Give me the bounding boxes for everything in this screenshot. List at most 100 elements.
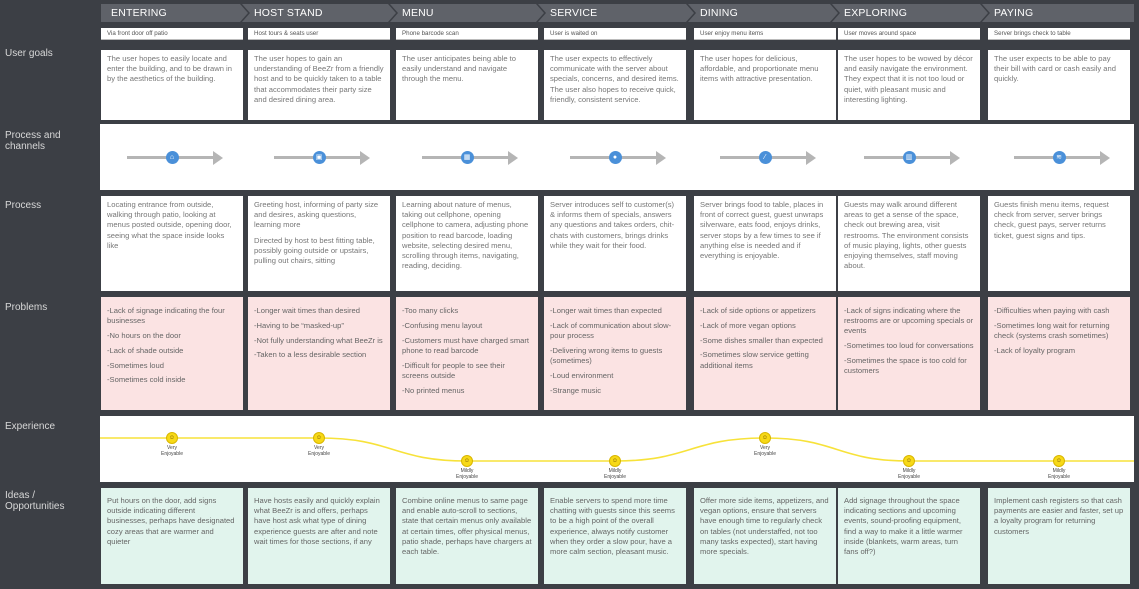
row-label-problems: Problems <box>5 302 48 313</box>
process-text: Directed by host to best fitting table, … <box>254 235 375 266</box>
problem-item: -Sometimes cold inside <box>107 375 186 385</box>
user-goal-card: The user hopes to gain an understanding … <box>248 50 390 120</box>
user-goal-card: The user expects to effectively communic… <box>544 50 686 120</box>
problem-item: -No printed menus <box>402 385 465 395</box>
smiley-face-icon: ☺ <box>461 455 473 467</box>
payment-icon: ≋ <box>1052 151 1066 164</box>
process-text: Guests finish menu items, request check … <box>994 200 1109 240</box>
process-text: Server brings food to table, places in f… <box>700 200 824 261</box>
channel-arrow-head <box>213 150 223 165</box>
smiley-face-icon: ☺ <box>166 432 178 444</box>
problem-item: -Lack of signs indicating where the rest… <box>844 306 974 336</box>
smiley-face-icon: ☺ <box>1053 455 1065 467</box>
process-text: Locating entrance from outside, walking … <box>107 200 232 250</box>
host-stand-icon: ▣ <box>312 151 326 164</box>
stage-subheader: User enjoy menu items <box>694 28 836 40</box>
problem-item: -Sometimes slow service getting addition… <box>700 350 809 370</box>
stage-subheader: Host tours & seats user <box>248 28 390 40</box>
idea-card: Enable servers to spend more time chatti… <box>544 488 686 584</box>
problem-item: -Sometimes the space is too cold for cus… <box>844 356 967 376</box>
stage-subheader: User is waited on <box>544 28 686 40</box>
user-goal-card: The user hopes for delicious, affordable… <box>694 50 836 120</box>
problem-item: -Not fully understanding what BeeZr is <box>254 335 383 345</box>
process-card: Locating entrance from outside, walking … <box>101 196 243 291</box>
problem-item: -Taken to a less desirable section <box>254 350 367 360</box>
problem-item: -Lack of communication about slow-pour p… <box>550 320 672 340</box>
problems-card: -Lack of signs indicating where the rest… <box>838 297 980 410</box>
idea-card: Have hosts easily and quickly explain wh… <box>248 488 390 584</box>
problems-card: -Too many clicks -Confusing menu layout -C… <box>396 297 538 410</box>
process-text: Guests may walk around different areas t… <box>844 200 969 271</box>
user-goal-card: The user hopes to be wowed by décor and … <box>838 50 980 120</box>
problem-item: -Lack of loyalty program <box>994 345 1076 355</box>
problem-item: -Sometimes too loud for conversations <box>844 341 974 351</box>
channel-arrow-head <box>508 150 518 165</box>
problem-item: -Sometimes loud <box>107 360 164 370</box>
stage-entering: ENTERING <box>101 4 248 22</box>
row-label-process-channels: Process and channels <box>5 130 61 152</box>
problem-item: -Having to be “masked-up” <box>254 320 344 330</box>
smiley-face-icon: ☺ <box>609 455 621 467</box>
process-card: Server brings food to table, places in f… <box>694 196 836 291</box>
problems-card: -Longer wait times than expected-Lack of… <box>544 297 686 410</box>
smiley-face-icon: ☺ <box>903 455 915 467</box>
row-label-ideas: Ideas / Opportunities <box>5 490 65 512</box>
problem-item: -Too many clicks <box>402 306 459 315</box>
user-goal-card: The user expects to be able to pay their… <box>988 50 1130 120</box>
idea-card: Implement cash registers so that cash pa… <box>988 488 1130 584</box>
process-card: Guests finish menu items, request check … <box>988 196 1130 291</box>
idea-card: Put hours on the door, add signs outside… <box>101 488 243 584</box>
process-card: Guests may walk around different areas t… <box>838 196 980 291</box>
stage-exploring: EXPLORING <box>832 4 988 22</box>
problem-item: -No hours on the door <box>107 331 181 340</box>
problem-item: -Longer wait times than desired <box>254 306 360 315</box>
problem-item: -Strange music <box>550 385 602 395</box>
row-label-user-goals: User goals <box>5 48 53 59</box>
stage-paying: PAYING <box>982 4 1134 22</box>
menu-grid-icon: ▦ <box>460 151 474 164</box>
process-card: Greeting host, informing of party size a… <box>248 196 390 291</box>
smiley-face-icon: ☺ <box>759 432 771 444</box>
channel-arrow-head <box>656 150 666 165</box>
problem-item: -Sometimes long wait for returning check… <box>994 320 1110 340</box>
channel-arrow-head <box>806 150 816 165</box>
process-text: Learning about nature of menus, taking o… <box>402 200 529 271</box>
stage-host-stand: HOST STAND <box>242 4 396 22</box>
stage-subheader: Server brings check to table <box>988 28 1130 40</box>
channel-arrow-head <box>950 150 960 165</box>
problem-item: -Customers must have charged smart phone… <box>402 335 530 355</box>
stage-menu: MENU <box>390 4 544 22</box>
channel-arrow-head <box>1100 150 1110 165</box>
channel-arrow-head <box>360 150 370 165</box>
user-goal-card: The user hopes to easily locate and ente… <box>101 50 243 120</box>
problem-item: -Lack of side options or appetizers <box>700 306 816 315</box>
stage-dining: DINING <box>688 4 838 22</box>
problem-item: -Some dishes smaller than expected <box>700 335 823 345</box>
idea-card: Combine online menus to same page and en… <box>396 488 538 584</box>
problem-item: -Lack of signage indicating the four bus… <box>107 306 225 326</box>
problems-card: -Difficulties when paying with cash -Some… <box>988 297 1130 410</box>
problems-card: -Longer wait times than desired -Having t… <box>248 297 390 410</box>
row-label-process: Process <box>5 200 42 211</box>
stage-subheader: Phone barcode scan <box>396 28 538 40</box>
idea-card: Add signage throughout the space indicat… <box>838 488 980 584</box>
user-icon: ● <box>608 151 622 164</box>
building-icon: ▥ <box>902 151 916 164</box>
problem-item: -Confusing menu layout <box>402 320 483 330</box>
problem-item: -Difficult for people to see their scree… <box>402 360 505 380</box>
stage-subheader: User moves around space <box>838 28 980 40</box>
user-goal-card: The user anticipates being able to easil… <box>396 50 538 120</box>
problems-card: -Lack of side options or appetizers -Lack… <box>694 297 836 410</box>
problem-item: -Lack of more vegan options <box>700 320 796 330</box>
process-card: Learning about nature of menus, taking o… <box>396 196 538 291</box>
row-label-experience: Experience <box>5 421 56 432</box>
process-text: Greeting host, informing of party size a… <box>254 200 379 230</box>
problem-item: -Difficulties when paying with cash <box>994 306 1110 315</box>
